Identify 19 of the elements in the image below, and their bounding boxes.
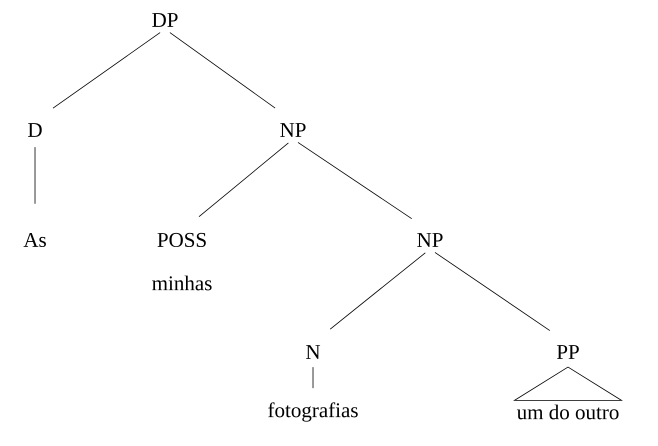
category-label: N [306,345,320,359]
branch-line [434,252,550,331]
category-label: NP [280,123,306,137]
branch-line [52,32,160,109]
word-label: um do outro [516,404,619,420]
word-label: fotografias [268,402,358,422]
category-label: D [28,123,42,137]
branch-line [312,366,314,389]
branch-line [298,142,412,220]
branch-line [330,252,426,330]
category-label: PP [556,345,579,359]
category-label: NP [417,233,443,247]
word-label: minhas [152,276,212,290]
branch-line [34,146,36,204]
word-label: POSS [158,232,206,248]
branch-line [169,32,276,108]
category-label: DP [152,13,178,27]
word-label: As [24,232,46,248]
branch-line [198,142,289,218]
